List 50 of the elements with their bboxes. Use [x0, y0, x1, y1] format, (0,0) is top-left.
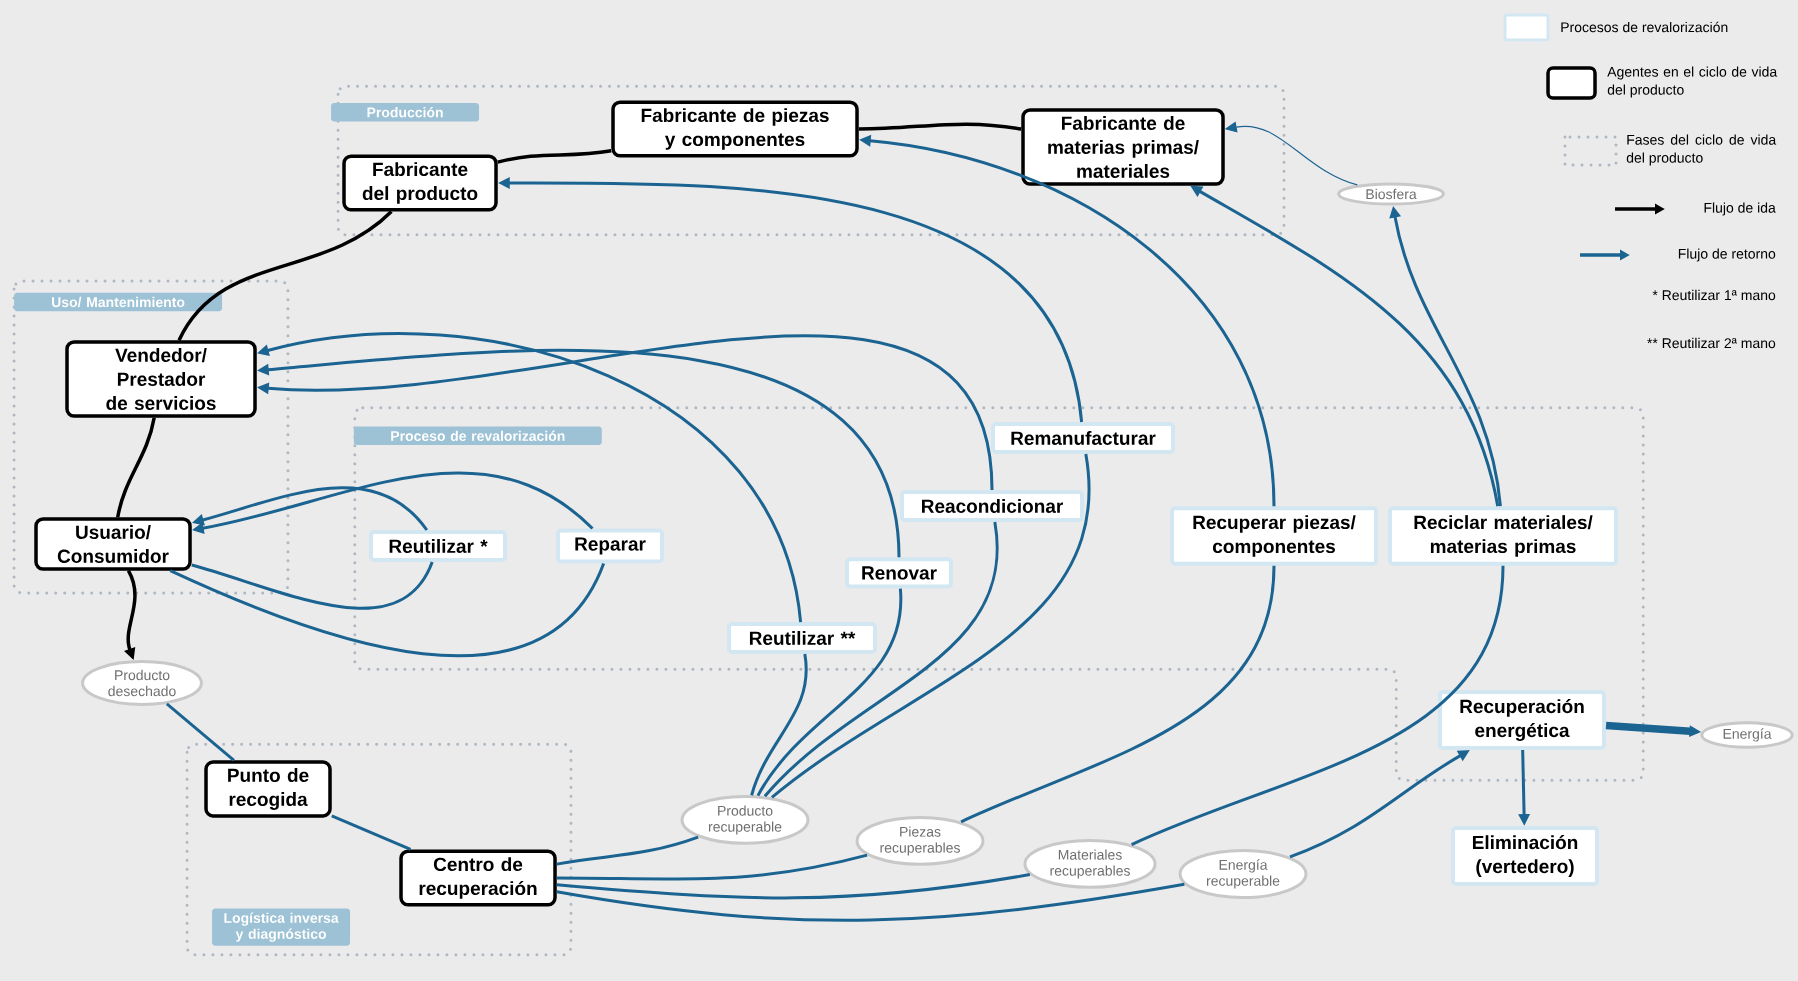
- flow-line: [556, 835, 699, 866]
- process-box: Renovar: [845, 557, 953, 589]
- process-box: Reutilizar **: [727, 622, 877, 654]
- legend-text: Agentes en el ciclo de vida del producto: [1607, 66, 1778, 98]
- ellipse-node: Energía: [1700, 721, 1794, 749]
- flow-line: [177, 210, 393, 342]
- process-box: Reciclar materiales/ materias primas: [1388, 506, 1618, 566]
- ellipse-node: Biosfera: [1337, 182, 1445, 206]
- flow-line: [750, 653, 808, 796]
- flow-line: [191, 561, 434, 610]
- phase-label: Logística inversa y diagnóstico: [212, 908, 351, 946]
- flow-line: [331, 814, 412, 851]
- ellipse-node: Producto recuperable: [680, 795, 810, 845]
- flow-line: [116, 417, 156, 518]
- flow-line: [858, 122, 1022, 131]
- flow-line: [771, 453, 1091, 799]
- flow-line: [556, 882, 1185, 922]
- flow-line: [960, 565, 1276, 824]
- process-box: Recuperación energética: [1438, 690, 1606, 750]
- process-box: Eliminación (vertedero): [1451, 826, 1599, 886]
- agent-box: Fabricante de piezas y componentes: [611, 100, 859, 158]
- flow-line: [1131, 565, 1505, 846]
- legend-text: Fases del ciclo de vida del producto: [1626, 134, 1777, 166]
- process-box: Reparar: [556, 528, 664, 564]
- process-box: Reacondicionar: [900, 490, 1084, 522]
- footnote-text: ** Reutilizar 2ª mano: [1647, 337, 1776, 349]
- process-box: Remanufacturar: [991, 422, 1175, 454]
- agent-box: Punto de recogida: [204, 760, 332, 818]
- process-box: Recuperar piezas/ componentes: [1170, 506, 1378, 566]
- footnote-text: * Reutilizar 1ª mano: [1652, 289, 1776, 301]
- legend-text: Procesos de revalorización: [1561, 21, 1728, 33]
- flow-line: [165, 702, 235, 762]
- legend-text: Flujo de ida: [1704, 202, 1776, 216]
- agent-box: Fabricante del producto: [342, 154, 498, 212]
- agent-box: Vendedor/ Prestador de servicios: [65, 340, 257, 418]
- ellipse-node: Materiales recuperables: [1023, 839, 1157, 889]
- process-box: Reutilizar *: [369, 530, 507, 562]
- flow-line: [556, 873, 1031, 900]
- ellipse-node: Producto desechado: [81, 660, 203, 706]
- legend-text: Flujo de retorno: [1678, 248, 1776, 262]
- agent-box: Centro de recuperación: [399, 849, 557, 907]
- flow-line: [756, 588, 902, 797]
- agent-box: Fabricante de materias primas/ materiales: [1021, 108, 1225, 186]
- flow-line: [169, 562, 605, 658]
- agent-box: Usuario/ Consumidor: [34, 517, 192, 571]
- flow-line: [556, 853, 868, 881]
- flow-line: [497, 149, 612, 164]
- ellipse-node: Piezas recuperables: [855, 816, 985, 866]
- ellipse-node: Energía recuperable: [1178, 849, 1308, 899]
- flow-line: [763, 521, 999, 798]
